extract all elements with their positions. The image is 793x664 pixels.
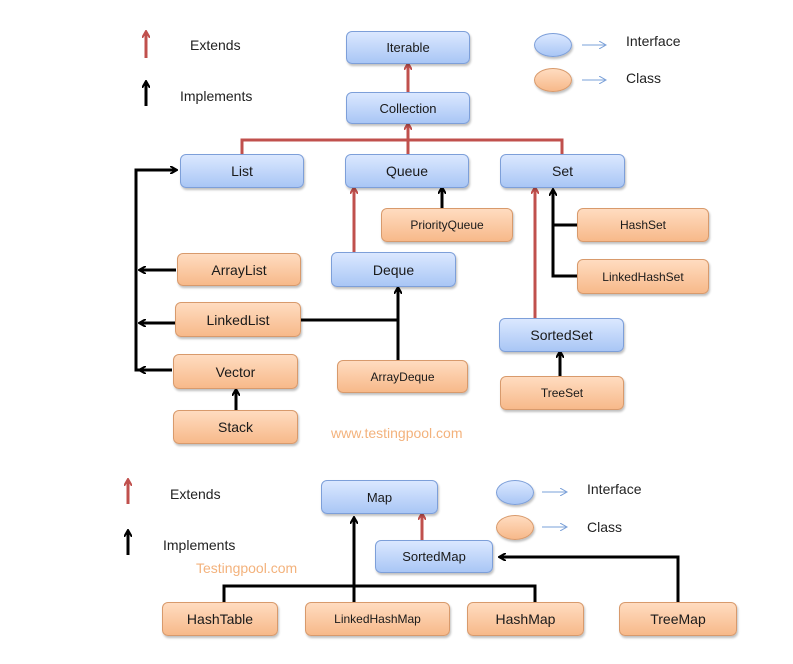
node-iterable: Iterable xyxy=(346,31,470,64)
treemap-implements-sortedmap xyxy=(500,557,680,602)
node-array-deque: ArrayDeque xyxy=(337,360,468,393)
legend-bottom-class-swatch xyxy=(496,515,534,540)
legend-bottom-interface-swatch xyxy=(496,480,534,505)
subinterfaces-extend-collection xyxy=(240,124,564,154)
node-hash-set: HashSet xyxy=(577,208,709,242)
node-vector: Vector xyxy=(173,354,298,389)
maps-implement-map xyxy=(222,518,537,602)
node-sorted-set: SortedSet xyxy=(499,318,624,352)
node-array-list: ArrayList xyxy=(177,253,301,286)
node-queue: Queue xyxy=(345,154,469,188)
legend-interface-label: Interface xyxy=(626,33,681,49)
node-stack: Stack xyxy=(173,410,298,444)
watermark-bottom: Testingpool.com xyxy=(196,560,298,576)
node-tree-set: TreeSet xyxy=(500,376,624,410)
node-tree-map: TreeMap xyxy=(619,602,737,636)
legend-bottom-implements-label: Implements xyxy=(163,537,236,553)
node-set: Set xyxy=(500,154,625,188)
legend-extends-label: Extends xyxy=(190,37,241,53)
node-linked-list: LinkedList xyxy=(175,302,301,337)
node-collection: Collection xyxy=(346,92,470,124)
watermark-top: www.testingpool.com xyxy=(331,425,463,441)
node-hash-map: HashMap xyxy=(467,602,584,636)
node-linked-hash-map: LinkedHashMap xyxy=(305,602,450,636)
legend-bottom-class-label: Class xyxy=(587,519,623,535)
legend-bottom-extends-label: Extends xyxy=(170,486,221,502)
deque-implementations xyxy=(301,288,398,360)
node-sorted-map: SortedMap xyxy=(375,540,493,573)
node-priority-queue: PriorityQueue xyxy=(381,208,513,242)
node-list: List xyxy=(180,154,304,188)
legend-implements-label: Implements xyxy=(180,88,253,104)
legend-class-label: Class xyxy=(626,70,662,86)
hashsets-implement-set xyxy=(553,190,577,278)
legend-interface-swatch xyxy=(534,33,572,57)
node-linked-hash-set: LinkedHashSet xyxy=(577,259,709,294)
node-hash-table: HashTable xyxy=(162,602,278,636)
legend-bottom-interface-label: Interface xyxy=(587,481,642,497)
legend-class-swatch xyxy=(534,68,572,92)
node-map: Map xyxy=(321,480,438,514)
node-deque: Deque xyxy=(331,252,456,287)
